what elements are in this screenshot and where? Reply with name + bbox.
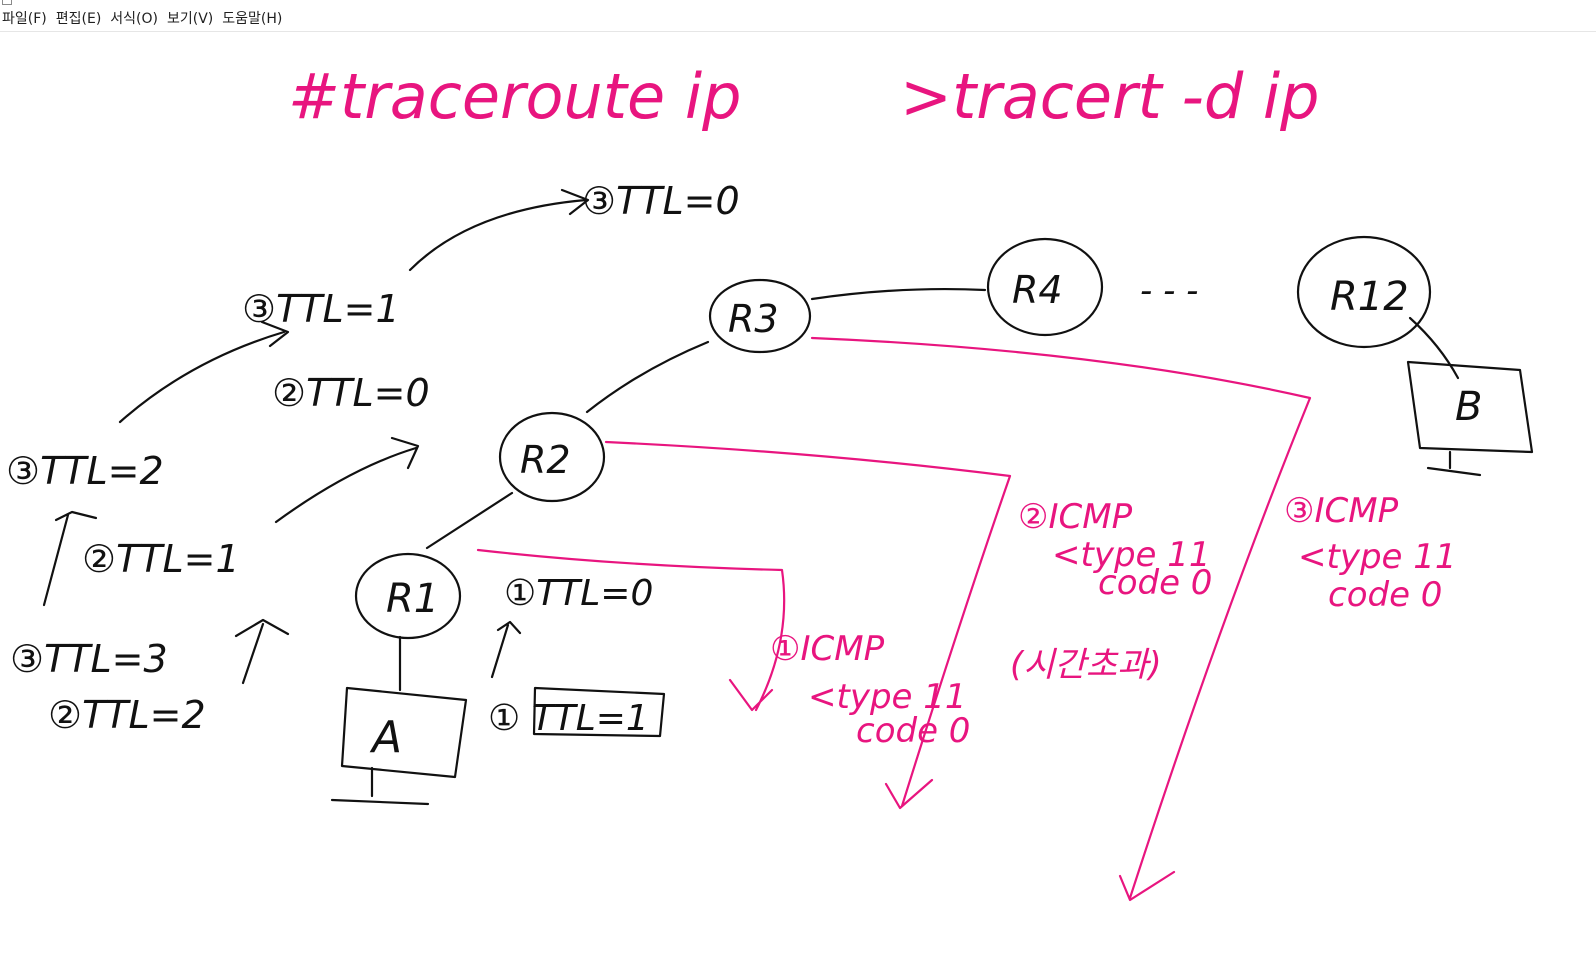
host-b-box — [1406, 360, 1534, 454]
cmd-linux-text: #traceroute ip — [288, 60, 741, 133]
handwritten-diagram: #traceroute ip >tracert -d ip R1 R2 R3 R… — [6, 60, 1534, 902]
arrow-step2-r1-r2 — [274, 436, 420, 524]
menu-edit[interactable]: 편집(E) — [55, 11, 102, 27]
ttl-step3-send: ③TTL=3 — [10, 637, 168, 681]
host-a-label: A — [369, 712, 402, 763]
router-r1-label: R1 — [386, 576, 439, 622]
cmd-windows-text: >tracert -d ip — [900, 60, 1320, 133]
host-a-box — [340, 686, 468, 779]
arrow-step1-up — [490, 620, 522, 679]
router-r2-label: R2 — [520, 438, 571, 482]
menu-help[interactable]: 도움말(H) — [222, 11, 283, 27]
router-r1-circle — [354, 552, 462, 640]
ttl-step1-send: ① TTL=1 — [488, 698, 649, 739]
icmp3-code: code 0 — [1328, 575, 1442, 615]
menu-format[interactable]: 서식(O) — [110, 11, 158, 27]
router-r12-circle — [1296, 235, 1432, 349]
ttl-step2-at-r1: ②TTL=1 — [82, 537, 240, 581]
icmp1-note: (시간초과) — [1010, 645, 1162, 685]
ttl-step3-at-r3: ③TTL=0 — [582, 179, 740, 223]
icmp2-code: code 0 — [1098, 563, 1212, 603]
host-b-stand — [1426, 450, 1482, 477]
icmp2-return-arrow — [604, 440, 1012, 810]
router-r4-circle — [986, 237, 1104, 337]
link-r3-r4 — [810, 287, 987, 301]
router-r3-circle — [708, 278, 812, 354]
arrow-step3-up — [42, 510, 98, 607]
window-corner-icon — [2, 0, 12, 5]
link-r2-r3 — [585, 340, 710, 414]
menu-file[interactable]: 파일(F) — [2, 11, 47, 27]
link-r12-b — [1408, 316, 1460, 380]
arrow-step3-r1-r2 — [118, 320, 290, 424]
icmp2-title: ②ICMP — [1018, 497, 1133, 537]
menu-view[interactable]: 보기(V) — [167, 11, 214, 27]
arrow-step2-up — [234, 618, 290, 685]
router-r3-label: R3 — [728, 297, 779, 341]
host-b-label: B — [1455, 384, 1482, 430]
icmp2-type: <type 11 — [1052, 535, 1211, 575]
router-r4-label: R4 — [1012, 268, 1063, 312]
host-a-stand — [330, 766, 430, 806]
icmp3-return-arrow — [810, 336, 1312, 902]
ttl-step2-at-r2: ②TTL=0 — [272, 371, 430, 415]
router-ellipsis: - - - — [1140, 271, 1198, 311]
icmp3-type: <type 11 — [1298, 537, 1457, 577]
icmp3-title: ③ICMP — [1284, 491, 1399, 531]
packet1-box — [532, 686, 666, 738]
drawing-canvas[interactable]: #traceroute ip >tracert -d ip R1 R2 R3 R… — [0, 32, 1596, 959]
icmp1-return-arrow — [476, 548, 786, 712]
router-r12-label: R12 — [1330, 274, 1409, 320]
ttl-step2-send: ②TTL=2 — [48, 693, 206, 737]
icmp1-title: ①ICMP — [770, 629, 885, 669]
arrow-step3-r2-r3 — [408, 188, 590, 272]
ttl-step3-at-r2: ③TTL=1 — [242, 287, 400, 331]
menu-bar: 파일(F) 편집(E) 서식(O) 보기(V) 도움말(H) — [0, 0, 1596, 32]
icmp1-code: code 0 — [856, 711, 970, 751]
ttl-step3-at-r1: ③TTL=2 — [6, 449, 164, 493]
ttl-step1-at-r1: ①TTL=0 — [504, 573, 653, 614]
router-r2-circle — [498, 411, 606, 503]
menu-list: 파일(F) 편집(E) 서식(O) 보기(V) 도움말(H) — [0, 10, 289, 28]
link-r1-r2 — [425, 491, 514, 550]
